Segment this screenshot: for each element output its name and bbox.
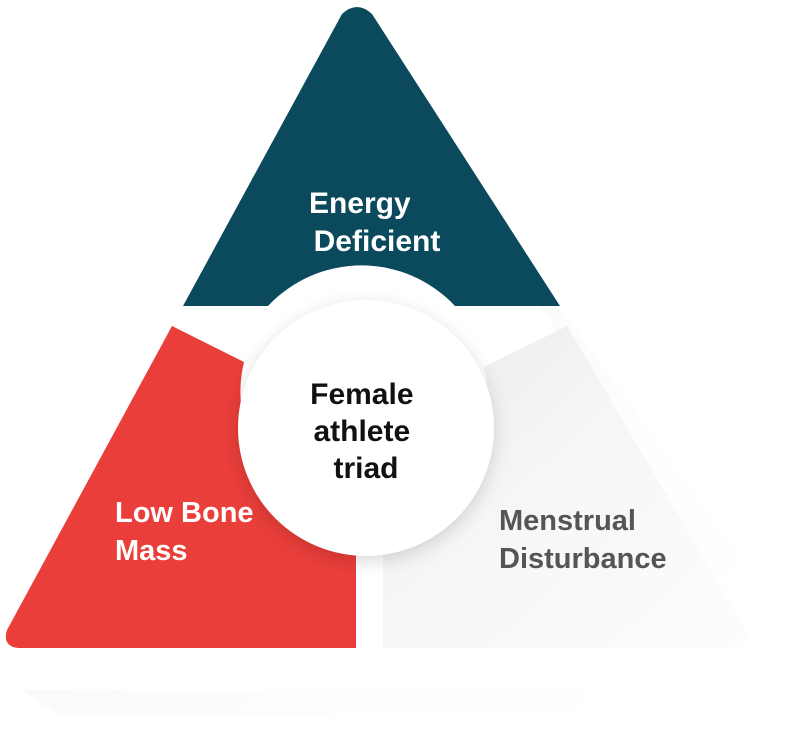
center-line-1: Female [310,378,413,411]
female-athlete-triad-label: Female athlete triad [310,378,422,485]
center-line-2: athlete [313,415,410,448]
low-bone-mass-line-2: Mass [115,535,188,567]
segment-energy-deficient [183,7,560,306]
energy-deficient-line-1: Energy [309,187,411,220]
menstrual-disturbance-label: Menstrual Disturbance [499,505,667,575]
low-bone-mass-label: Low Bone Mass [115,497,262,567]
segment-low-bone-mass [5,326,357,648]
menstrual-disturbance-line-2: Disturbance [499,543,667,575]
energy-deficient-line-2: Deficient [314,225,441,258]
low-bone-mass-line-1: Low Bone [115,497,254,529]
segment-menstrual-disturbance [383,326,747,648]
center-line-3: triad [333,452,398,485]
energy-deficient-label: Energy Deficient [309,187,440,258]
center-circle [238,300,494,556]
menstrual-disturbance-line-1: Menstrual [499,505,636,537]
